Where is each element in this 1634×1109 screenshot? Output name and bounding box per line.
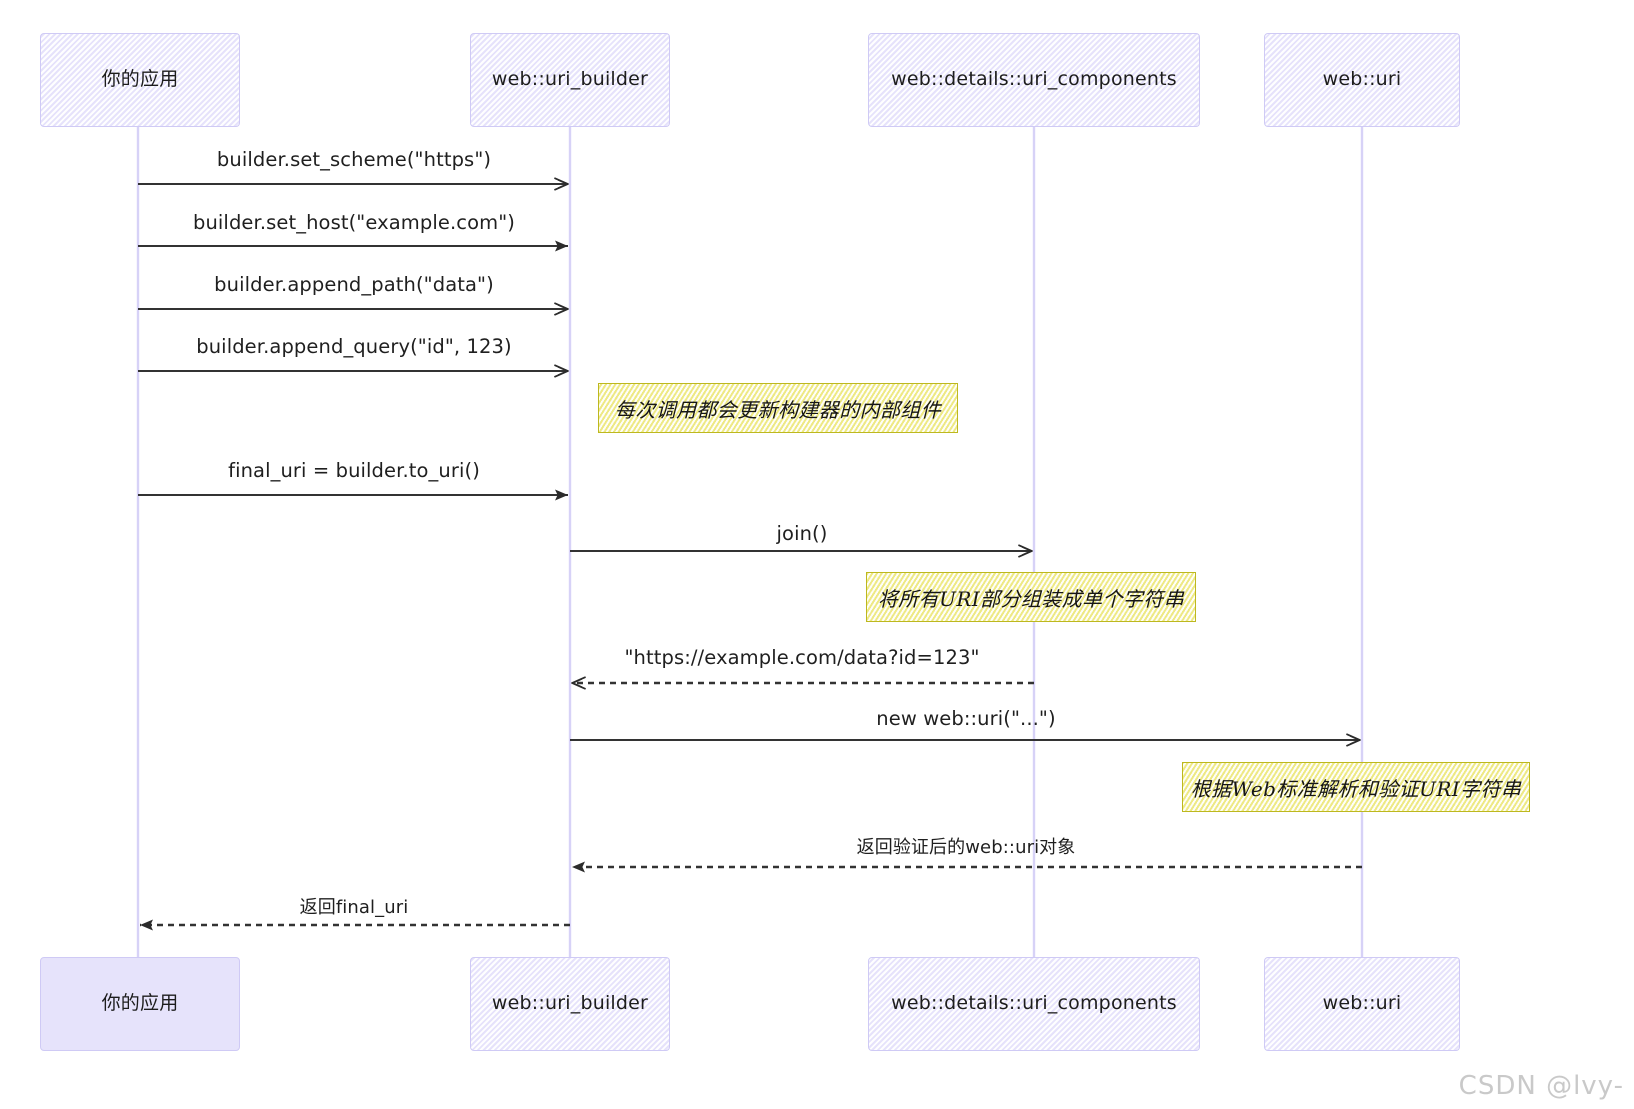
- message-label-m6: join(): [776, 522, 828, 545]
- message-label-m3: builder.append_path("data"): [214, 273, 494, 296]
- participant-uri-top[interactable]: web::uri: [1264, 33, 1460, 127]
- message-label-m5: final_uri = builder.to_uri(): [228, 459, 480, 482]
- message-label-m8: new web::uri("..."): [876, 707, 1056, 730]
- participant-builder-bottom[interactable]: web::uri_builder: [470, 957, 670, 1051]
- participant-label: web::uri_builder: [491, 992, 649, 1015]
- note-n3: 根据Web标准解析和验证URI字符串: [1182, 762, 1530, 812]
- participant-label: web::details::uri_components: [891, 68, 1177, 91]
- participant-app-top[interactable]: 你的应用: [40, 33, 240, 127]
- participant-builder-top[interactable]: web::uri_builder: [470, 33, 670, 127]
- note-text: 根据Web标准解析和验证URI字符串: [1190, 776, 1522, 801]
- message-label-m1: builder.set_scheme("https"): [216, 148, 492, 171]
- participant-label: web::uri: [1322, 992, 1402, 1015]
- participant-label: 你的应用: [101, 992, 179, 1015]
- message-label-m7: "https://example.com/data?id=123": [624, 646, 980, 669]
- watermark: CSDN @lvy-: [1458, 1071, 1624, 1101]
- participant-label: 你的应用: [101, 68, 179, 91]
- message-label-m9: 返回验证后的web::uri对象: [856, 837, 1076, 858]
- participant-label: web::details::uri_components: [891, 992, 1177, 1015]
- message-label-m2: builder.set_host("example.com"): [192, 211, 516, 234]
- note-text: 将所有URI部分组装成单个字符串: [877, 586, 1185, 611]
- participant-components-top[interactable]: web::details::uri_components: [868, 33, 1200, 127]
- participant-label: web::uri: [1322, 68, 1402, 91]
- participant-app-bottom[interactable]: 你的应用: [40, 957, 240, 1051]
- message-label-m10: 返回final_uri: [299, 897, 409, 918]
- note-text: 每次调用都会更新构建器的内部组件: [614, 397, 942, 422]
- participant-uri-bottom[interactable]: web::uri: [1264, 957, 1460, 1051]
- note-n2: 将所有URI部分组装成单个字符串: [866, 572, 1196, 622]
- message-label-m4: builder.append_query("id", 123): [196, 335, 512, 358]
- note-n1: 每次调用都会更新构建器的内部组件: [598, 383, 958, 433]
- participant-components-bottom[interactable]: web::details::uri_components: [868, 957, 1200, 1051]
- participant-label: web::uri_builder: [491, 68, 649, 91]
